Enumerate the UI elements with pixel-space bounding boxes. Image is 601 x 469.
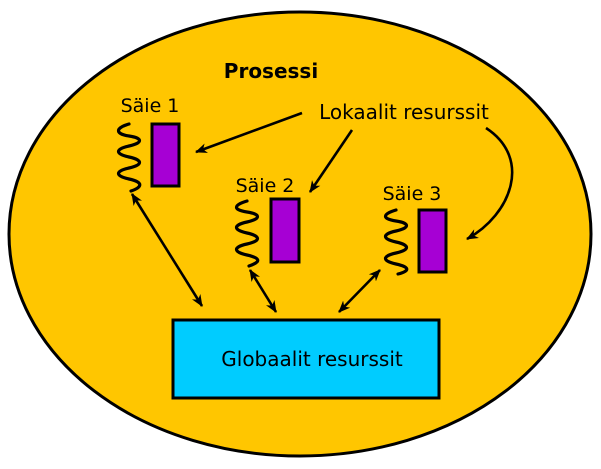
- process-title: Prosessi: [224, 59, 318, 83]
- thread-3-label: Säie 3: [383, 183, 442, 205]
- arrow-local-to-box-3: [466, 126, 514, 241]
- arrow-thread-1-global: [130, 193, 204, 307]
- global-resources-box: [171, 318, 441, 400]
- thread-3-spring: [383, 208, 409, 276]
- local-resource-box-1: [150, 122, 181, 188]
- local-resource-box-3: [417, 208, 448, 274]
- local-resources-label: Lokaalit resurssit: [319, 100, 489, 124]
- thread-2-label: Säie 2: [236, 175, 295, 197]
- arrow-thread-2-global: [248, 269, 278, 313]
- arrow-local-to-box-1: [195, 111, 303, 154]
- thread-1-label: Säie 1: [121, 95, 180, 117]
- global-resources-label: Globaalit resurssit: [221, 347, 403, 371]
- local-resource-box-2: [269, 197, 301, 264]
- arrow-thread-3-global: [338, 269, 381, 313]
- thread-1-spring: [116, 122, 142, 193]
- arrow-local-to-box-2: [308, 129, 354, 193]
- thread-2-spring: [234, 199, 260, 268]
